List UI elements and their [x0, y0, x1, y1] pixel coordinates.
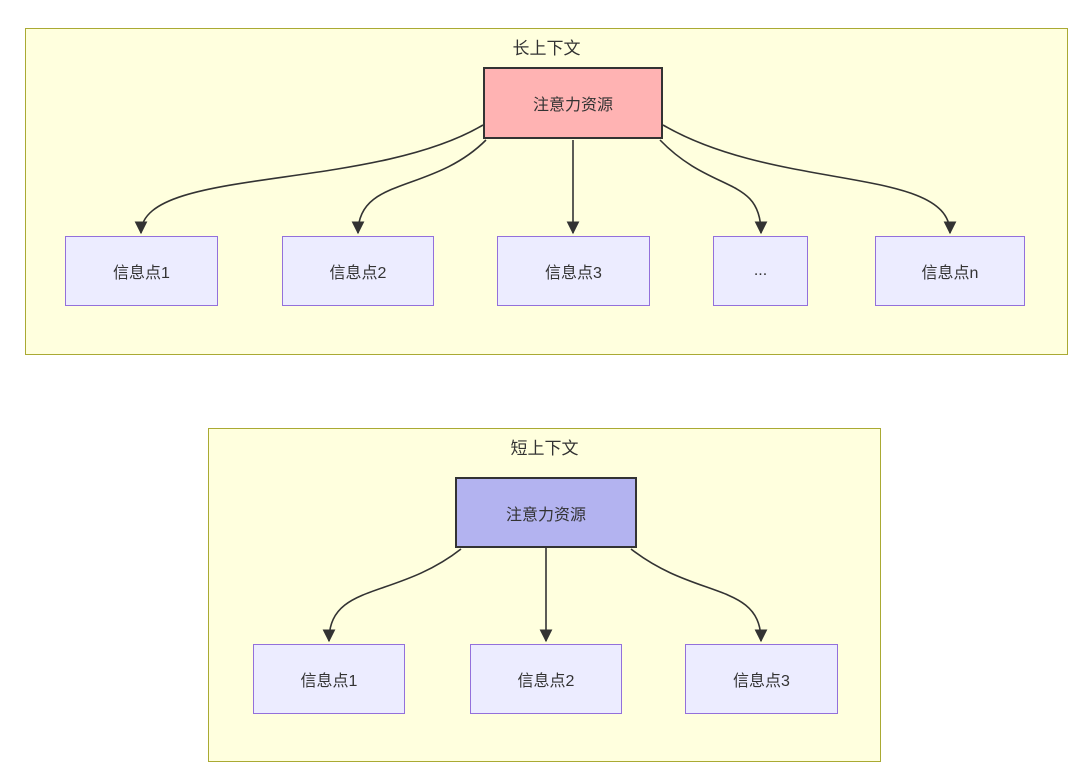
- node-short-info-point-1: 信息点1: [253, 644, 405, 714]
- node-short-info-point-2: 信息点2: [470, 644, 622, 714]
- node-attention-resource-short: 注意力资源: [455, 477, 637, 548]
- node-attention-resource-long: 注意力资源: [483, 67, 663, 139]
- node-long-info-point-3: 信息点3: [497, 236, 650, 306]
- node-long-info-point-2: 信息点2: [282, 236, 434, 306]
- cluster-short-title: 短上下文: [510, 439, 579, 458]
- node-long-info-point-ellipsis: ...: [713, 236, 808, 306]
- node-long-info-point-1: 信息点1: [65, 236, 218, 306]
- node-short-info-point-3: 信息点3: [685, 644, 838, 714]
- node-long-info-point-n: 信息点n: [875, 236, 1025, 306]
- cluster-long-title: 长上下文: [512, 39, 581, 58]
